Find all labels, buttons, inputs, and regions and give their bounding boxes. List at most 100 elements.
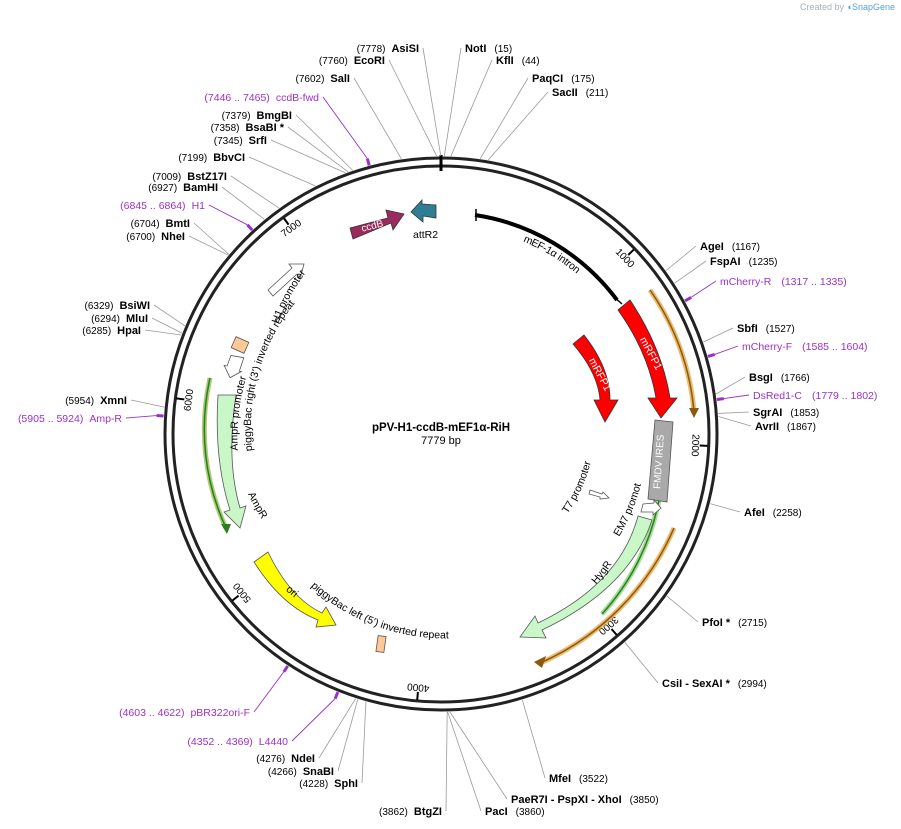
site-name: BtgZI — [414, 806, 442, 818]
restriction-site[interactable]: SacII(211) — [552, 87, 608, 99]
feature-fmdv-ires[interactable]: FMDV IRES — [647, 419, 674, 503]
ampr-green-guide-line — [203, 377, 227, 529]
primer-name: H1 — [192, 200, 206, 212]
restriction-site[interactable]: MfeI(3522) — [549, 773, 608, 785]
site-name: FspAI — [710, 256, 741, 268]
site-position: (4228) — [299, 779, 328, 790]
restriction-site[interactable]: AfeI (2258) — [744, 507, 802, 519]
site-leader-line — [450, 59, 493, 157]
primer-range: (6845 .. 6864) — [120, 200, 185, 212]
plasmid-name: pPV-H1-ccdB-mEF1α-RiH — [372, 422, 510, 434]
site-name: BbvCI — [213, 152, 245, 164]
restriction-site[interactable]: BbvCI (7199) — [178, 152, 245, 164]
primer[interactable]: mCherry-R(1317 .. 1335) — [720, 276, 847, 288]
fmdv-ires-label: FMDV IRES — [652, 434, 667, 489]
site-leader-line — [447, 711, 482, 812]
site-leader-line — [295, 114, 354, 171]
site-leader-line — [718, 411, 750, 414]
restriction-site[interactable]: MluI(6294) — [91, 313, 148, 325]
site-name: AsiSI — [391, 43, 419, 55]
feature-piggybac-right[interactable]: piggyBac right (3') inverted repeat — [230, 298, 297, 452]
site-leader-line — [422, 47, 442, 157]
primer-name: Amp-R — [89, 413, 122, 425]
restriction-site[interactable]: NheI(6700) — [126, 231, 185, 243]
t7-promoter-label: T7 promoter — [560, 459, 594, 515]
restriction-site[interactable]: BtgZI (3862) — [379, 806, 442, 818]
site-position: (2715) — [738, 618, 767, 629]
restriction-site[interactable]: KflI(44) — [496, 55, 540, 67]
primer-name: DsRed1-C — [753, 390, 802, 402]
site-name: AfeI — [744, 507, 765, 519]
restriction-site[interactable]: FspAI(1235) — [710, 256, 777, 268]
restriction-site[interactable]: BsaBI *(7358) — [211, 122, 285, 134]
site-leader-line — [521, 699, 546, 779]
primer-leader-line — [723, 394, 750, 400]
restriction-site[interactable]: NotI(15) — [465, 43, 512, 55]
restriction-site[interactable]: HpaI(6285) — [82, 325, 141, 337]
restriction-site[interactable]: BstZ17I(7009) — [152, 171, 227, 183]
feature-attr2[interactable]: attR2 — [410, 198, 438, 241]
site-name: BamHI — [183, 182, 218, 194]
tick-label: 7000 — [279, 218, 304, 240]
restriction-site[interactable]: AvrII(1867) — [755, 421, 816, 433]
site-leader-line — [151, 317, 183, 334]
restriction-site[interactable]: SgrAI(1853) — [753, 407, 819, 419]
primer[interactable]: Amp-R(5905 .. 5924) — [18, 413, 122, 425]
restriction-site[interactable]: BsgI(1766) — [749, 372, 810, 384]
h1-promoter-arrow-icon — [267, 263, 305, 297]
restriction-site[interactable]: NdeI(4276) — [256, 753, 315, 765]
restriction-site[interactable]: CsiI - SexAI *(2994) — [662, 678, 767, 690]
restriction-site[interactable]: XmnI(5954) — [65, 395, 127, 407]
restriction-site[interactable]: SalI(7602) — [296, 73, 350, 85]
restriction-site[interactable]: SbfI(1527) — [737, 323, 795, 335]
site-position: (7199) — [178, 153, 207, 164]
primer[interactable]: pBR322ori-F(4603 .. 4622) — [119, 707, 250, 719]
restriction-site[interactable]: SphI(4228) — [299, 778, 358, 790]
site-position: (2258) — [773, 508, 802, 519]
feature-ori[interactable]: ori — [253, 551, 337, 628]
restriction-site[interactable]: PaqCI(175) — [532, 73, 595, 85]
restriction-site[interactable]: EcoRI(7760) — [319, 55, 385, 67]
site-leader-line — [674, 260, 707, 284]
restriction-site[interactable]: BsiWI(6329) — [85, 300, 150, 312]
site-name: HpaI — [117, 325, 141, 337]
primer-marks — [125, 96, 750, 742]
primer[interactable]: DsRed1-C(1779 .. 1802) — [753, 390, 877, 402]
restriction-site[interactable]: AsiSI(7778) — [357, 43, 419, 55]
site-name: MluI — [126, 313, 148, 325]
attr2-label: attR2 — [413, 229, 438, 241]
restriction-site[interactable]: PfoI *(2715) — [702, 617, 767, 629]
restriction-site[interactable]: SrfI(7345) — [214, 135, 267, 147]
mrfp1-orf-guide-line — [649, 289, 695, 413]
site-name: NotI — [465, 43, 486, 55]
restriction-site[interactable]: AgeI(1167) — [700, 241, 760, 253]
site-position: (1527) — [766, 324, 795, 335]
primer-name: mCherry-F — [742, 341, 792, 353]
site-leader-line — [718, 416, 752, 427]
primer[interactable]: L4440(4352 .. 4369) — [187, 736, 288, 748]
tick-mark — [176, 397, 185, 401]
piggybac-right-label: piggyBac right (3') inverted repeat — [242, 298, 297, 452]
restriction-site[interactable]: PacI(3860) — [485, 806, 545, 818]
restriction-site[interactable]: SnaBI(4266) — [268, 766, 334, 778]
feature-mrfp1-inner[interactable]: mRFP1 — [572, 334, 619, 423]
ampr-promoter-arrow-icon — [223, 355, 245, 379]
tick-mark — [627, 248, 635, 256]
restriction-site[interactable]: PaeR7I - PspXI - XhoI(3850) — [511, 794, 659, 806]
site-position: (3862) — [379, 807, 408, 818]
feature-ccdb[interactable]: ccdB — [349, 209, 405, 240]
primer[interactable]: mCherry-F(1585 .. 1604) — [742, 341, 868, 353]
primer[interactable]: ccdB-fwd(7446 .. 7465) — [204, 92, 319, 104]
primer[interactable]: H1 (6845 .. 6864) — [120, 200, 205, 212]
site-name: BstZ17I — [187, 171, 227, 183]
primer-range: (7446 .. 7465) — [204, 92, 269, 104]
restriction-site[interactable]: BmtI(6704) — [131, 218, 190, 230]
site-labels: AsiSI(7778)EcoRI(7760) SalI(7602) BmgBI(73… — [18, 43, 877, 818]
primer-leader-line — [253, 671, 285, 713]
site-leader-line — [221, 186, 265, 220]
site-name: BsaBI * — [245, 122, 284, 134]
tick-mark — [231, 594, 240, 602]
restriction-site[interactable]: BmgBI(7379) — [222, 110, 292, 122]
feature-mef1a-intron[interactable]: mEF-1α intron — [474, 209, 623, 305]
restriction-site[interactable]: BamHI(6927) — [148, 182, 218, 194]
